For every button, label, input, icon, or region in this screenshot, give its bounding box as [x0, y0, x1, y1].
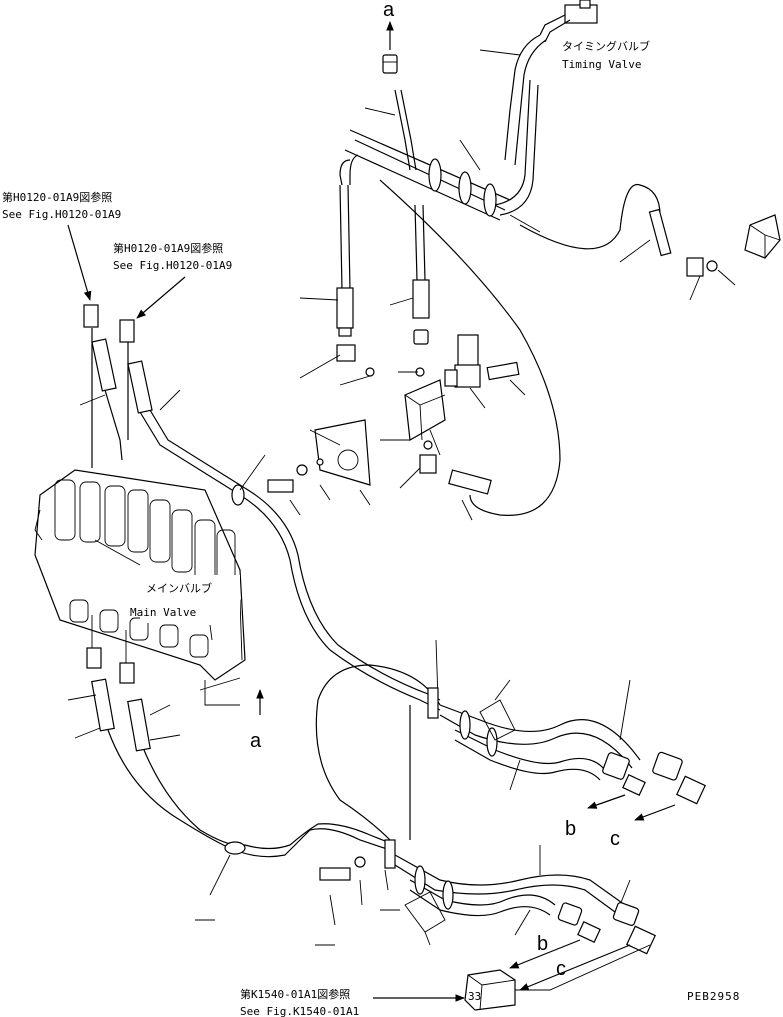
callout-a-top-group: a [382, 0, 398, 74]
hose-fitting-right [648, 208, 672, 257]
callout-a-top: a [383, 0, 395, 21]
left-hoses-upper [79, 304, 441, 711]
hose-end-right [412, 279, 430, 319]
hose-end-b-lower [557, 902, 583, 926]
hose-bundle-upper [339, 129, 541, 233]
right-block-assembly [619, 208, 781, 301]
junction-block-right [744, 214, 781, 259]
hose-clamp-left [231, 484, 245, 506]
hose-clamp-right-1 [459, 710, 471, 740]
hose-end-left-d [127, 698, 151, 752]
main-valve-label-jp: メインバルブ [146, 581, 212, 595]
hose-clamp-lower-left [224, 841, 246, 855]
bolt-bracket [267, 479, 294, 493]
hose-clamp-right-2 [486, 727, 498, 757]
ref1-en: See Fig.H0120-01A9 [2, 208, 121, 221]
bolt-center [486, 361, 520, 381]
elbow-right [686, 257, 704, 277]
center-pipes [299, 184, 430, 345]
drawing-code: PEB2958 [687, 990, 740, 1003]
left-hoses-lower [67, 615, 396, 896]
main-valve-label-en: Main Valve [130, 606, 196, 619]
hose-end-c-upper [652, 751, 683, 781]
reference-3: 33 第K1540-01A1図参照 See Fig.K1540-01A1 [240, 969, 516, 1017]
pipe-bracket-upper [427, 687, 439, 719]
hose-end-left-c [91, 678, 115, 732]
timing-valve-label-jp: タイミングバルブ [562, 39, 650, 53]
hose-end-c-lower [612, 902, 640, 926]
bolt-lower [319, 867, 351, 881]
hose-end-lower [448, 469, 492, 495]
bracket-plate [314, 419, 371, 486]
fitting-b-upper [622, 774, 646, 796]
callout-c-lower: c [556, 958, 566, 980]
callout-b-lower: b [537, 933, 548, 955]
timing-valve-label-en: Timing Valve [562, 58, 641, 71]
pipe-return-vertical [315, 639, 441, 841]
pipe-bracket-lower [384, 839, 396, 869]
reference-1: 第H0120-01A9図参照 See Fig.H0120-01A9 [2, 190, 121, 301]
hose-clamp-lower-2 [442, 880, 454, 910]
hose-clamp-1 [428, 158, 442, 192]
fitting-left-a [83, 304, 99, 328]
ref3-en: See Fig.K1540-01A1 [240, 1005, 359, 1017]
timing-valve-group: タイミングバルブ Timing Valve [479, 0, 650, 216]
right-hoses-upper: b c [427, 679, 706, 850]
elbow-center-lower [419, 454, 437, 474]
hose-top-vertical [364, 89, 417, 171]
right-hoses-lower: b c [195, 839, 656, 991]
hose-end-left-b [127, 360, 153, 414]
callout-c-upper: c [610, 828, 620, 850]
svg-text:33: 33 [468, 990, 481, 1003]
main-valve: メインバルブ Main Valve [34, 469, 246, 706]
hose-end-left [336, 287, 354, 329]
hose-clamp-2 [458, 171, 472, 205]
callout-b-upper: b [565, 818, 576, 840]
hose-end-b-upper [602, 752, 630, 780]
callout-a-mid: a [250, 730, 262, 752]
callout-a-mid-group: a [250, 689, 264, 752]
fitting-left-d [119, 662, 135, 684]
ref3-jp: 第K1540-01A1図参照 [240, 987, 350, 1001]
ref1-jp: 第H0120-01A9図参照 [2, 190, 112, 204]
fitting-b-lower [577, 921, 601, 943]
pipe-right-loop [379, 179, 661, 516]
distribution-block [404, 379, 446, 441]
hose-clamp-3 [483, 183, 497, 217]
center-valve-block [299, 334, 526, 521]
fitting-left-b [119, 319, 135, 343]
ref2-en: See Fig.H0120-01A9 [113, 259, 232, 272]
elbow-center-left [336, 344, 356, 362]
hose-end-left-a [91, 338, 117, 392]
reference-2: 第H0120-01A9図参照 See Fig.H0120-01A9 [113, 241, 232, 319]
mounting-bracket [267, 419, 371, 516]
ref2-jp: 第H0120-01A9図参照 [113, 241, 223, 255]
connector-block-bottom [464, 969, 516, 1011]
fitting-c-upper [676, 775, 706, 805]
hose-clamp-lower-1 [414, 865, 426, 895]
fitting-c-lower [626, 925, 656, 955]
elbow-fitting-top [382, 54, 398, 74]
fitting-left-c [86, 647, 102, 669]
